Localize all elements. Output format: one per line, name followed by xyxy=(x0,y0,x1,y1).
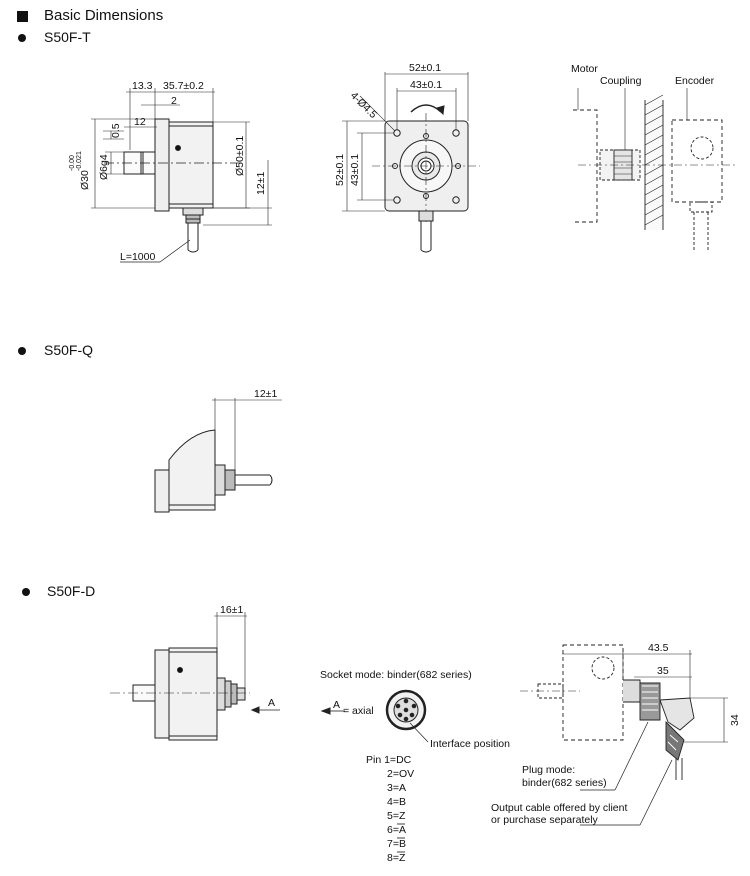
d-arrow-a: A xyxy=(268,697,275,709)
section-bullet-d xyxy=(22,588,30,596)
dim-34: 34 xyxy=(729,714,741,726)
cable-line1: Output cable offered by client xyxy=(491,802,627,814)
cable-line2: or purchase separately xyxy=(491,814,599,826)
front-hole: 4-Ø4.5 xyxy=(348,90,379,121)
plug-assembly xyxy=(520,644,728,826)
section-bullet-t xyxy=(18,34,26,42)
dim-13-3: 13.3 xyxy=(132,80,153,92)
s50fq-view xyxy=(154,398,282,513)
coupling-label: Coupling xyxy=(600,75,642,87)
pin-7: 7=B xyxy=(387,838,406,850)
front-52-top: 52±0.1 xyxy=(409,62,441,74)
dim-6g4: Ø6g4 xyxy=(98,154,110,180)
axial-text: = axial xyxy=(343,705,374,717)
assembly-view xyxy=(573,88,735,250)
axial-a: A xyxy=(333,699,340,711)
section-title-s50f-q: S50F-Q xyxy=(44,342,94,358)
socket-connector xyxy=(320,689,429,743)
pin-2: 2=OV xyxy=(387,768,414,780)
section-title-s50f-d: S50F-D xyxy=(47,583,96,599)
dim-30-tol-bot: -0.021 xyxy=(76,151,83,171)
pin-6: 6=A xyxy=(387,824,406,836)
pin-5: 5=Z xyxy=(387,810,406,822)
section-title-s50f-t: S50F-T xyxy=(44,29,91,45)
dim-30: Ø30 xyxy=(79,170,91,190)
dim-12: 12 xyxy=(134,116,146,128)
front-52-side: 52±0.1 xyxy=(334,154,346,186)
cable-length: L=1000 xyxy=(120,251,155,263)
s50ft-side-view xyxy=(91,88,272,263)
socket-mode: Socket mode: binder(682 series) xyxy=(320,669,472,681)
title-bullet xyxy=(17,11,28,22)
pin-4: 4=B xyxy=(387,796,406,808)
dim-43-5: 43.5 xyxy=(648,642,669,654)
pin-8: 8=Z xyxy=(387,852,406,864)
encoder-label: Encoder xyxy=(675,75,715,87)
s50fd-view xyxy=(110,612,280,741)
pin-overlines xyxy=(397,823,405,853)
dim-50: Ø50±0.1 xyxy=(234,136,246,176)
pin-1: Pin 1=DC xyxy=(366,754,412,766)
interface-position: Interface position xyxy=(430,738,510,750)
dim-12-1: 12±1 xyxy=(255,172,267,195)
dim-0-5: 0.5 xyxy=(110,123,122,138)
motor-label: Motor xyxy=(571,63,598,75)
dim-2: 2 xyxy=(171,95,177,107)
front-43-top: 43±0.1 xyxy=(410,79,442,91)
page-title: Basic Dimensions xyxy=(44,7,164,24)
d-dim-16-1: 16±1 xyxy=(220,604,243,616)
dim-30-tol-top: -0.00 xyxy=(69,155,76,171)
plug-mode-line1: Plug mode: xyxy=(522,764,575,776)
pin-3: 3=A xyxy=(387,782,406,794)
section-bullet-q xyxy=(18,347,26,355)
front-43-side: 43±0.1 xyxy=(349,154,361,186)
plug-mode-line2: binder(682 series) xyxy=(522,777,607,789)
dim-35: 35 xyxy=(657,665,669,677)
dim-35-7: 35.7±0.2 xyxy=(163,80,204,92)
q-dim-12-1: 12±1 xyxy=(254,388,277,400)
s50ft-front-view xyxy=(342,72,480,253)
